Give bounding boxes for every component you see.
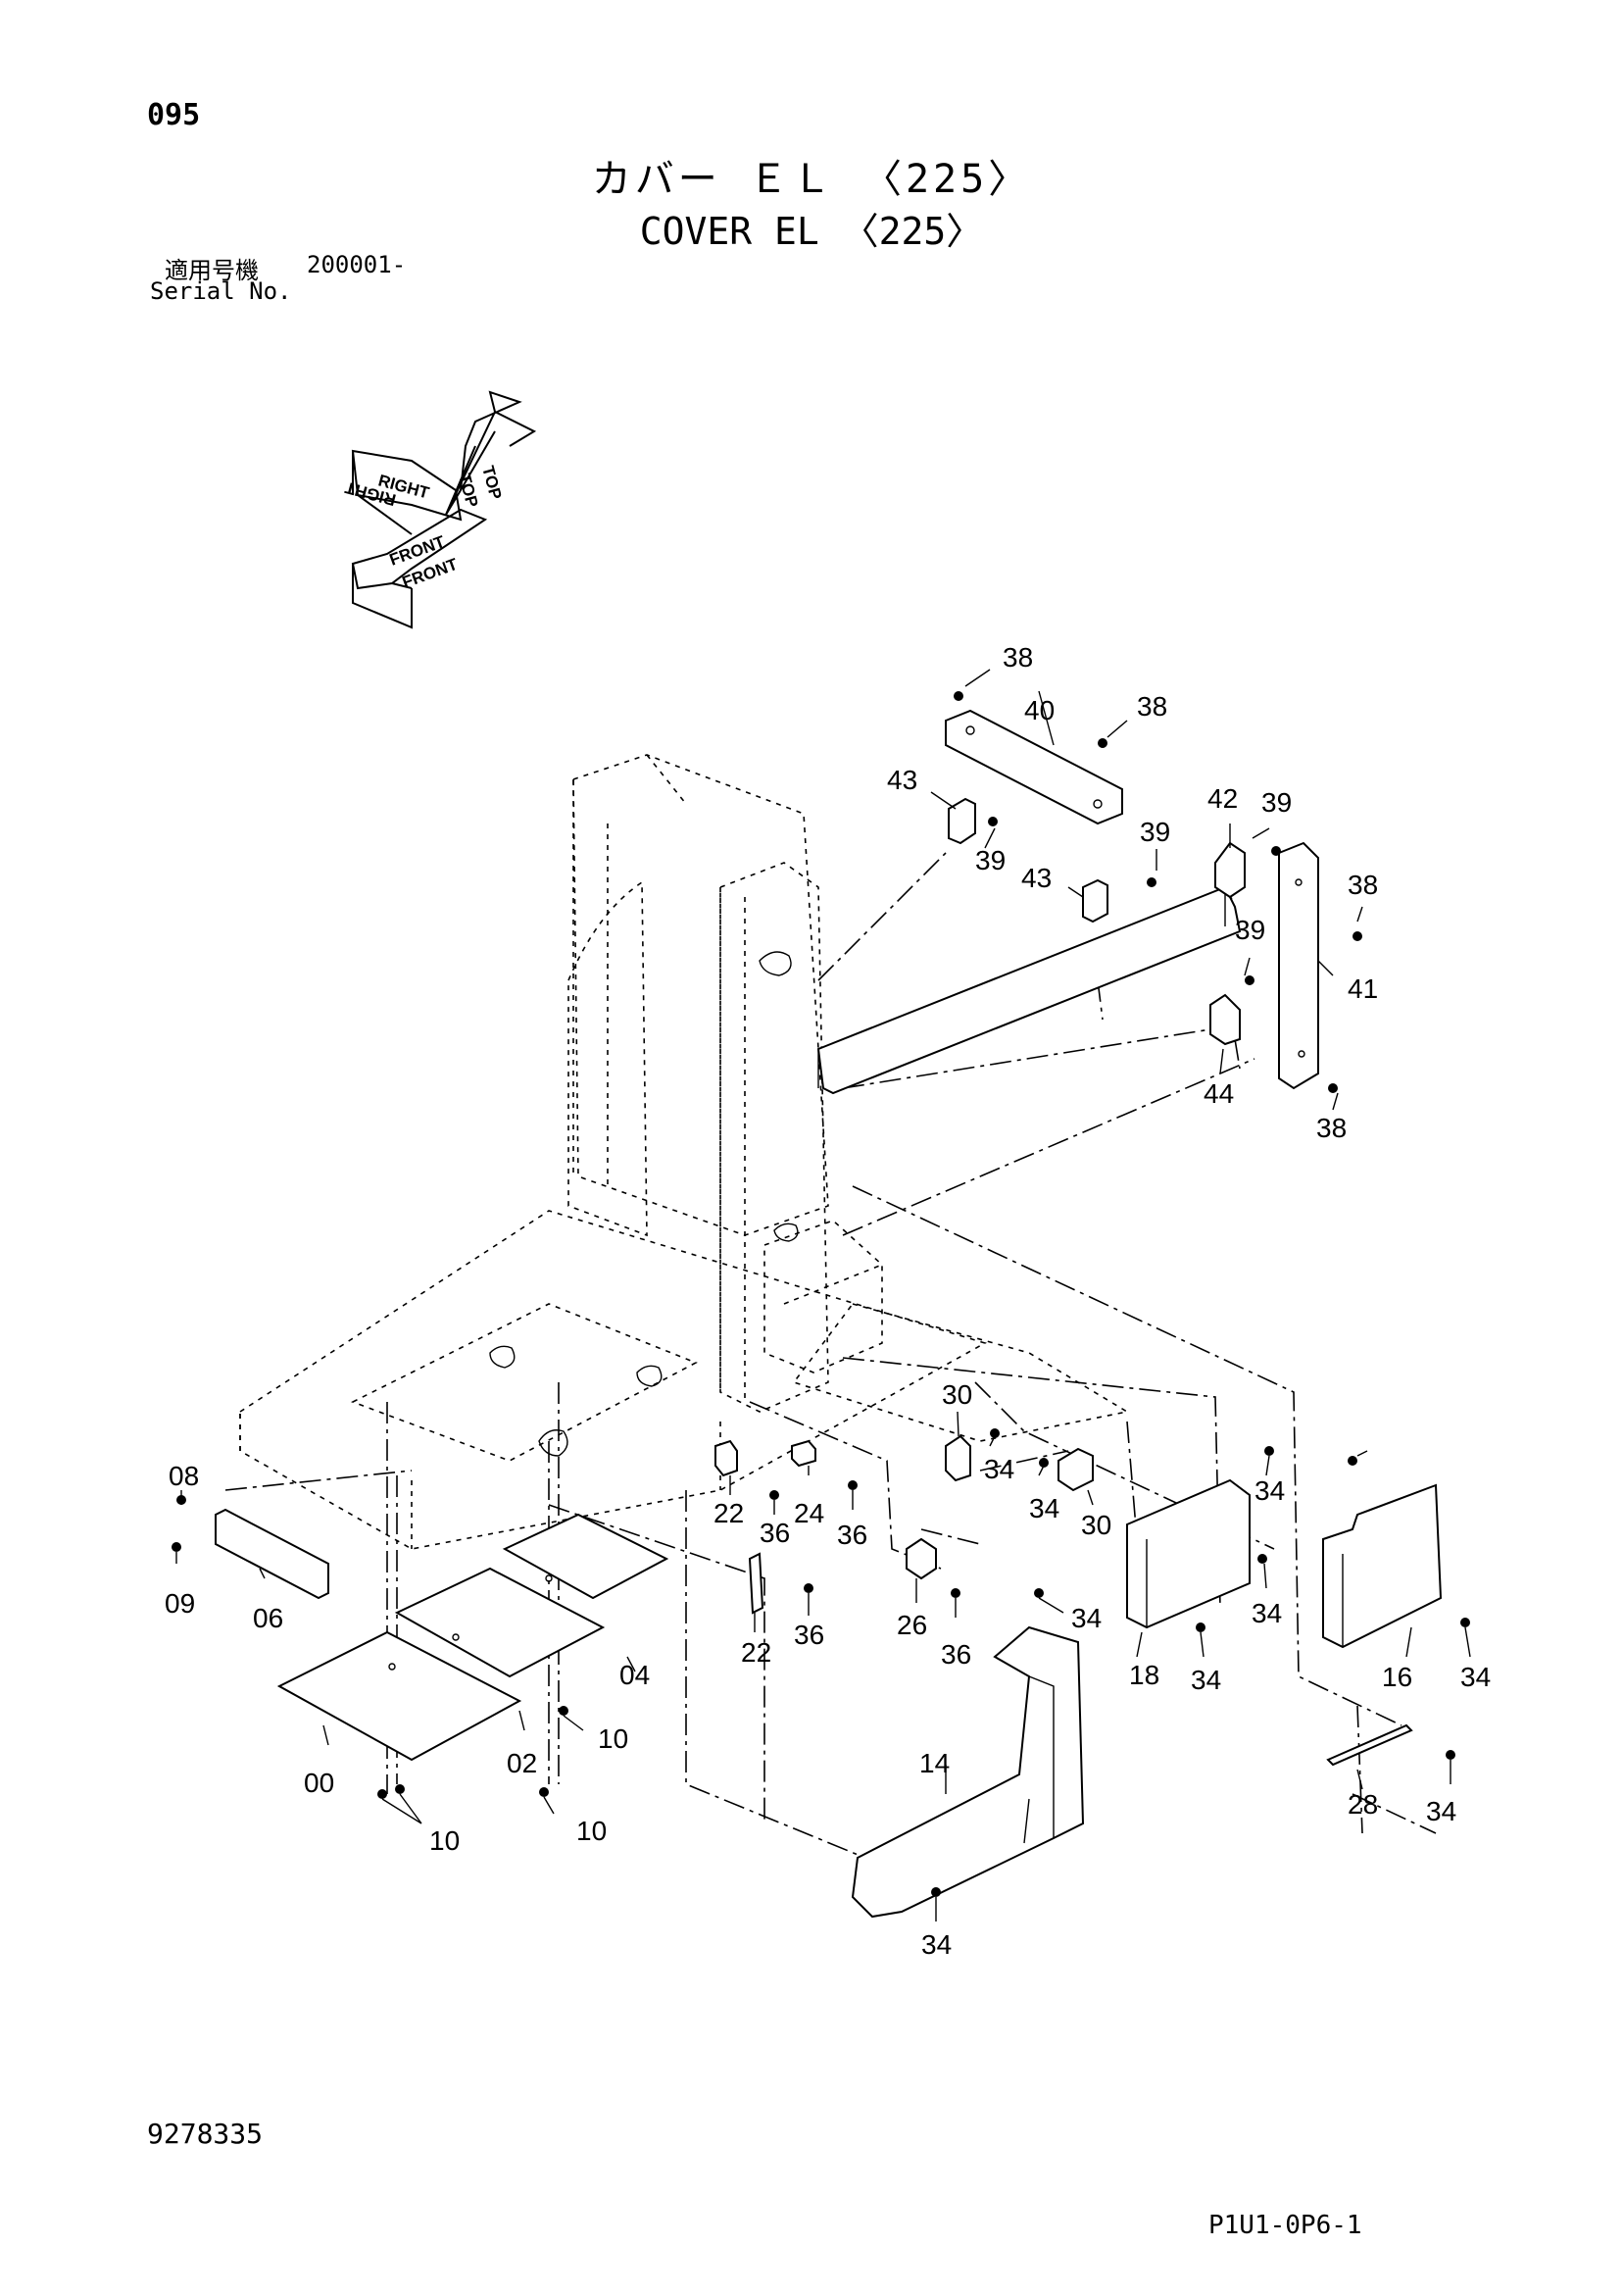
callout-43b: 43 [1021,863,1052,893]
orientation-indicator: TOP TOP RIGHT RIGHT FRONT FRONT [342,390,537,629]
callout-30b: 30 [1081,1510,1111,1540]
callout-36d: 36 [941,1639,971,1670]
part-18-cover [1126,1478,1251,1629]
callout-39b: 39 [1140,817,1170,847]
callout-22b: 22 [741,1637,771,1668]
callout-26: 26 [897,1610,927,1640]
callout-34c: 34 [1254,1475,1285,1506]
callout-39d: 39 [1235,915,1265,945]
orientation-top-label-2: TOP [478,464,505,501]
callout-28: 28 [1348,1789,1378,1820]
serial-label-english: Serial No. [150,277,292,305]
callout-04: 04 [619,1660,650,1690]
callout-34i: 34 [921,1929,952,1960]
part-00-panel [276,1630,522,1762]
part-06-panel [215,1508,329,1600]
part-04-panel [502,1513,669,1600]
callout-42: 42 [1207,783,1238,814]
sheet-code: P1U1-0P6-1 [1208,2211,1362,2240]
serial-label-japanese: 適用号機 [165,257,259,284]
callout-00: 00 [304,1768,334,1798]
callout-22a: 22 [713,1498,744,1528]
part-41-cover [1278,841,1319,1090]
callout-44: 44 [1204,1078,1234,1109]
callout-24: 24 [794,1498,824,1528]
part-22-bracket-a [714,1439,738,1477]
callout-38a: 38 [1003,642,1033,673]
part-40-cover [945,709,1123,825]
leader-lines [175,669,1471,1922]
callout-10a: 10 [598,1723,628,1754]
callout-34h: 34 [1426,1796,1456,1826]
part-30-bracket-a [945,1434,971,1482]
callout-38d: 38 [1316,1113,1347,1143]
part-43-bracket-b [1082,878,1108,923]
part-30-bracket-b [1057,1447,1094,1492]
callout-36a: 36 [760,1518,790,1548]
callout-41: 41 [1348,973,1378,1004]
callout-09: 09 [165,1588,195,1619]
callout-43a: 43 [887,765,917,795]
serial-value: 200001- [307,251,407,278]
callout-36c: 36 [794,1620,824,1650]
document-number: 9278335 [147,2118,264,2150]
callout-38b: 38 [1137,691,1167,722]
fasteners [172,691,1470,1897]
callout-34g: 34 [1460,1662,1491,1692]
part-43-bracket-a [948,797,976,845]
callout-34a: 34 [984,1454,1014,1484]
callout-40: 40 [1024,695,1055,725]
callout-34e: 34 [1191,1665,1221,1695]
callout-02: 02 [507,1748,537,1778]
title-english: COVER EL 〈225〉 [639,210,984,253]
part-16-cover [1322,1483,1443,1649]
callout-38c: 38 [1348,870,1378,900]
callout-18: 18 [1129,1660,1159,1690]
part-14-cover [851,1625,1085,1919]
part-42-bracket [1214,841,1246,899]
part-44-bracket [1209,993,1241,1046]
callout-36b: 36 [837,1520,867,1550]
callout-14: 14 [919,1748,950,1778]
part-22-bracket-b [748,1552,764,1615]
page-number: 095 [147,98,201,132]
callout-30a: 30 [942,1379,972,1410]
callout-08: 08 [169,1461,199,1491]
callout-06: 06 [253,1603,283,1633]
callout-34b: 34 [1029,1493,1059,1523]
callout-10b: 10 [576,1816,607,1846]
part-28-strip [1326,1723,1413,1767]
callout-16: 16 [1382,1662,1412,1692]
title-japanese: カバー ＥＬ 〈225〉 [591,157,1032,202]
part-02-panel [394,1567,606,1678]
callout-34f: 34 [1252,1598,1282,1628]
callout-34d: 34 [1071,1603,1102,1633]
callout-39a: 39 [975,845,1006,875]
callout-10c: 10 [429,1825,460,1856]
part-26-bracket [906,1537,937,1580]
callout-39c: 39 [1261,787,1292,818]
callout-labels: 38 40 38 43 39 39 43 42 39 38 39 41 44 3… [165,642,1491,1960]
part-24-bracket [791,1439,816,1468]
frame-structure [239,754,1130,1550]
